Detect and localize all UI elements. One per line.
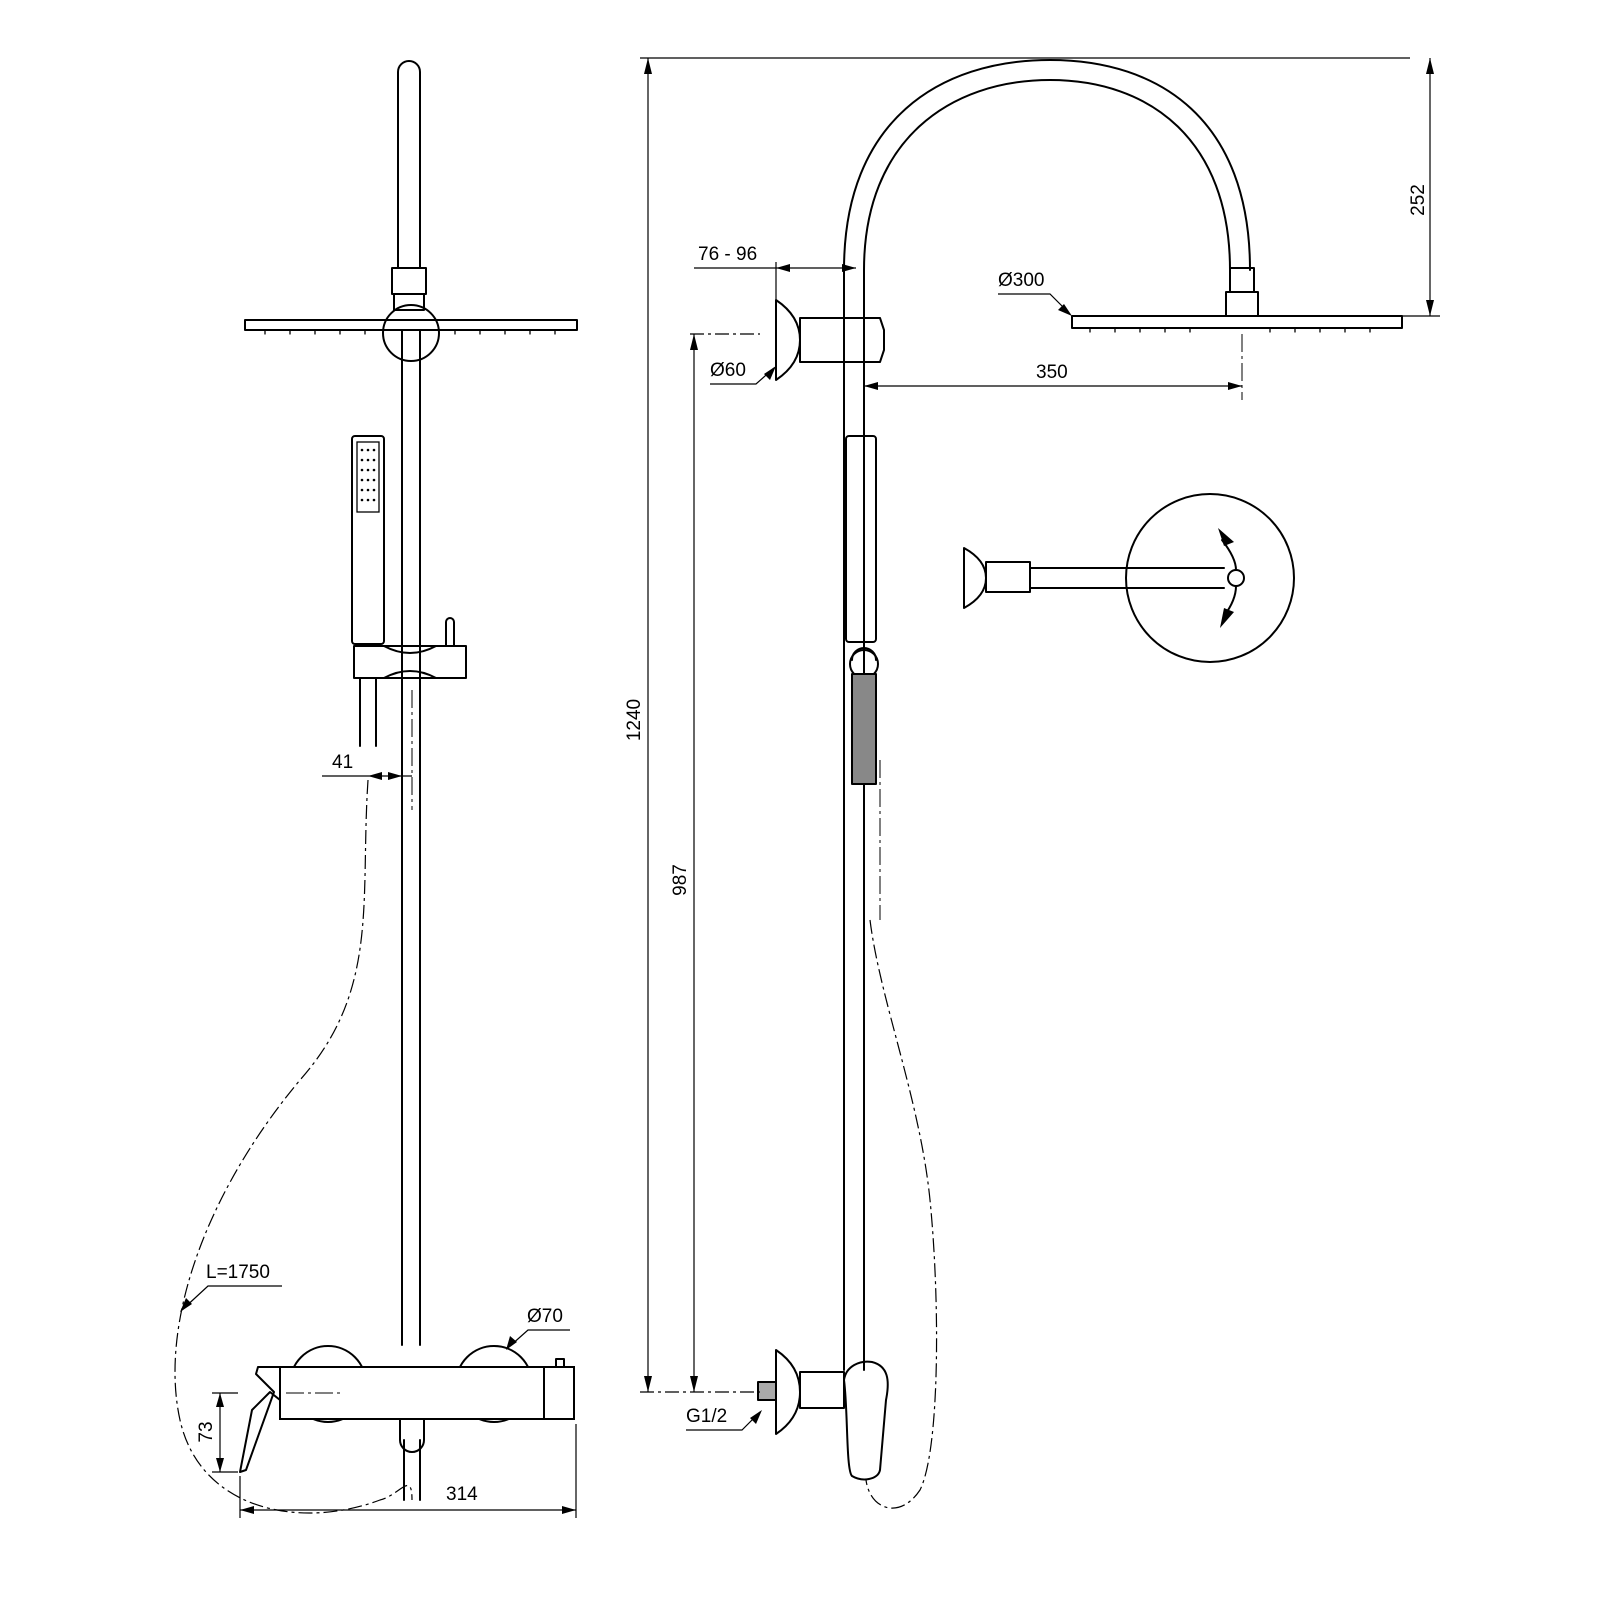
valve-flange-label: Ø70	[527, 1306, 563, 1327]
dim-valve-flange: Ø70	[506, 1306, 570, 1350]
gooseneck-arm	[843, 59, 1251, 271]
side-riser	[843, 269, 865, 1371]
dim-inlet-thread: G1/2	[686, 1406, 762, 1431]
dim-bracket-flange: Ø60	[710, 360, 776, 385]
dim-hand-shower-offset: 41	[322, 752, 412, 780]
hand-shower-nozzles	[360, 448, 376, 502]
side-valve-lever	[843, 1360, 889, 1481]
hand-shower-side	[845, 435, 877, 643]
shower-hose	[174, 779, 413, 1514]
slider-holder	[353, 645, 467, 679]
arm-projection-label: 76 - 96	[698, 244, 757, 265]
thermostatic-valve	[239, 1345, 575, 1501]
hand-shower	[351, 435, 385, 645]
side-hose	[865, 919, 938, 1509]
inlet-thread-label: G1/2	[686, 1406, 727, 1427]
rain-head-side	[1071, 315, 1403, 329]
rotation-arrow-up	[1218, 528, 1234, 546]
dim-hose-length: L=1750	[180, 1262, 282, 1312]
dim-rain-head: Ø300	[998, 270, 1072, 316]
hand-shower-offset-label: 41	[332, 752, 353, 773]
riser-top	[397, 60, 421, 269]
bracket-height-label: 987	[670, 864, 691, 896]
top-rotation-view	[963, 493, 1295, 663]
bracket-flange-label: Ø60	[710, 360, 746, 381]
rotation-arrow-down	[1220, 608, 1234, 628]
dim-valve-height: 73	[196, 1392, 238, 1473]
bottom-wall-bracket	[775, 1349, 801, 1435]
dim-bracket-height: 987	[670, 334, 698, 1392]
dim-arm-drop: 252	[1386, 58, 1440, 317]
valve-lever	[239, 1366, 281, 1473]
arm-drop-label: 252	[1408, 184, 1429, 216]
rain-head-nozzles	[264, 329, 556, 335]
top-wall-bracket	[775, 299, 801, 381]
total-height-label: 1240	[624, 699, 645, 741]
head-offset-label: 350	[1036, 362, 1068, 383]
valve-width-label: 314	[446, 1484, 478, 1505]
bracket-rosette	[382, 304, 440, 362]
hose-length-label: L=1750	[206, 1262, 270, 1283]
front-view: 41 L=1750 Ø70 73 3	[174, 60, 578, 1518]
main-riser	[401, 329, 421, 1346]
riser-coupling	[391, 267, 427, 295]
dim-valve-width: 314	[239, 1424, 577, 1518]
side-view: 1240 987 252 76 - 96 Ø300	[624, 57, 1440, 1509]
dim-arm-projection: 76 - 96	[694, 244, 856, 300]
rain-head-label: Ø300	[998, 270, 1044, 291]
valve-height-label: 73	[196, 1421, 217, 1442]
rain-head-front	[244, 319, 578, 331]
dim-total-height: 1240	[624, 58, 652, 1392]
dim-head-offset: 350	[864, 362, 1242, 390]
